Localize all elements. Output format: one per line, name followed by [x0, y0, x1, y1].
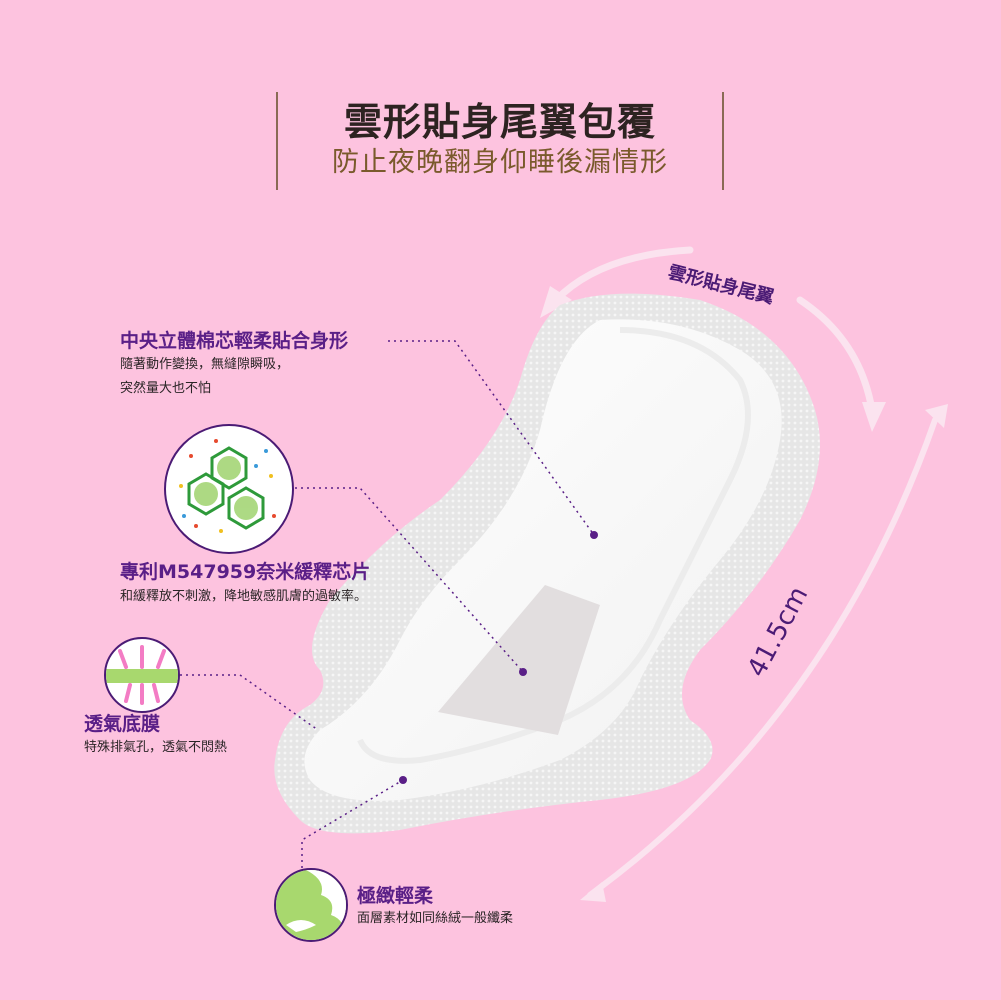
breathable-film-icon — [104, 637, 180, 713]
feature-desc-core-line2: 突然量大也不怕 — [120, 381, 212, 396]
wing-arrow-icon — [552, 246, 876, 414]
length-arrow-icon — [580, 404, 948, 902]
pad-body — [304, 319, 782, 801]
header-divider-right — [722, 92, 724, 190]
page-subtitle: 防止夜晚翻身仰睡後漏情形 — [332, 147, 668, 178]
nano-molecule-icon — [164, 424, 294, 554]
feature-title-core: 中央立體棉芯輕柔貼合身形 — [120, 330, 349, 352]
feature-desc-core-line1: 隨著動作變換，無縫隙瞬吸， — [120, 357, 290, 372]
feature-title-soft: 極緻輕柔 — [357, 885, 434, 907]
header-divider-left — [276, 92, 278, 190]
page-title: 雲形貼身尾翼包覆 — [343, 100, 656, 144]
feature-desc-nano-chip: 和緩釋放不刺激，降地敏感肌膚的過敏率。 — [120, 589, 368, 604]
nano-chip — [438, 585, 600, 735]
feature-desc-breathable: 特殊排氣孔，透氣不悶熱 — [84, 740, 228, 755]
soft-cloud-icon — [274, 868, 348, 942]
feature-title-nano-chip: 專利M547959奈米緩釋芯片 — [120, 561, 371, 583]
feature-title-breathable: 透氣底膜 — [84, 713, 161, 735]
feature-desc-soft: 面層素材如同絲絨一般纖柔 — [357, 911, 514, 926]
